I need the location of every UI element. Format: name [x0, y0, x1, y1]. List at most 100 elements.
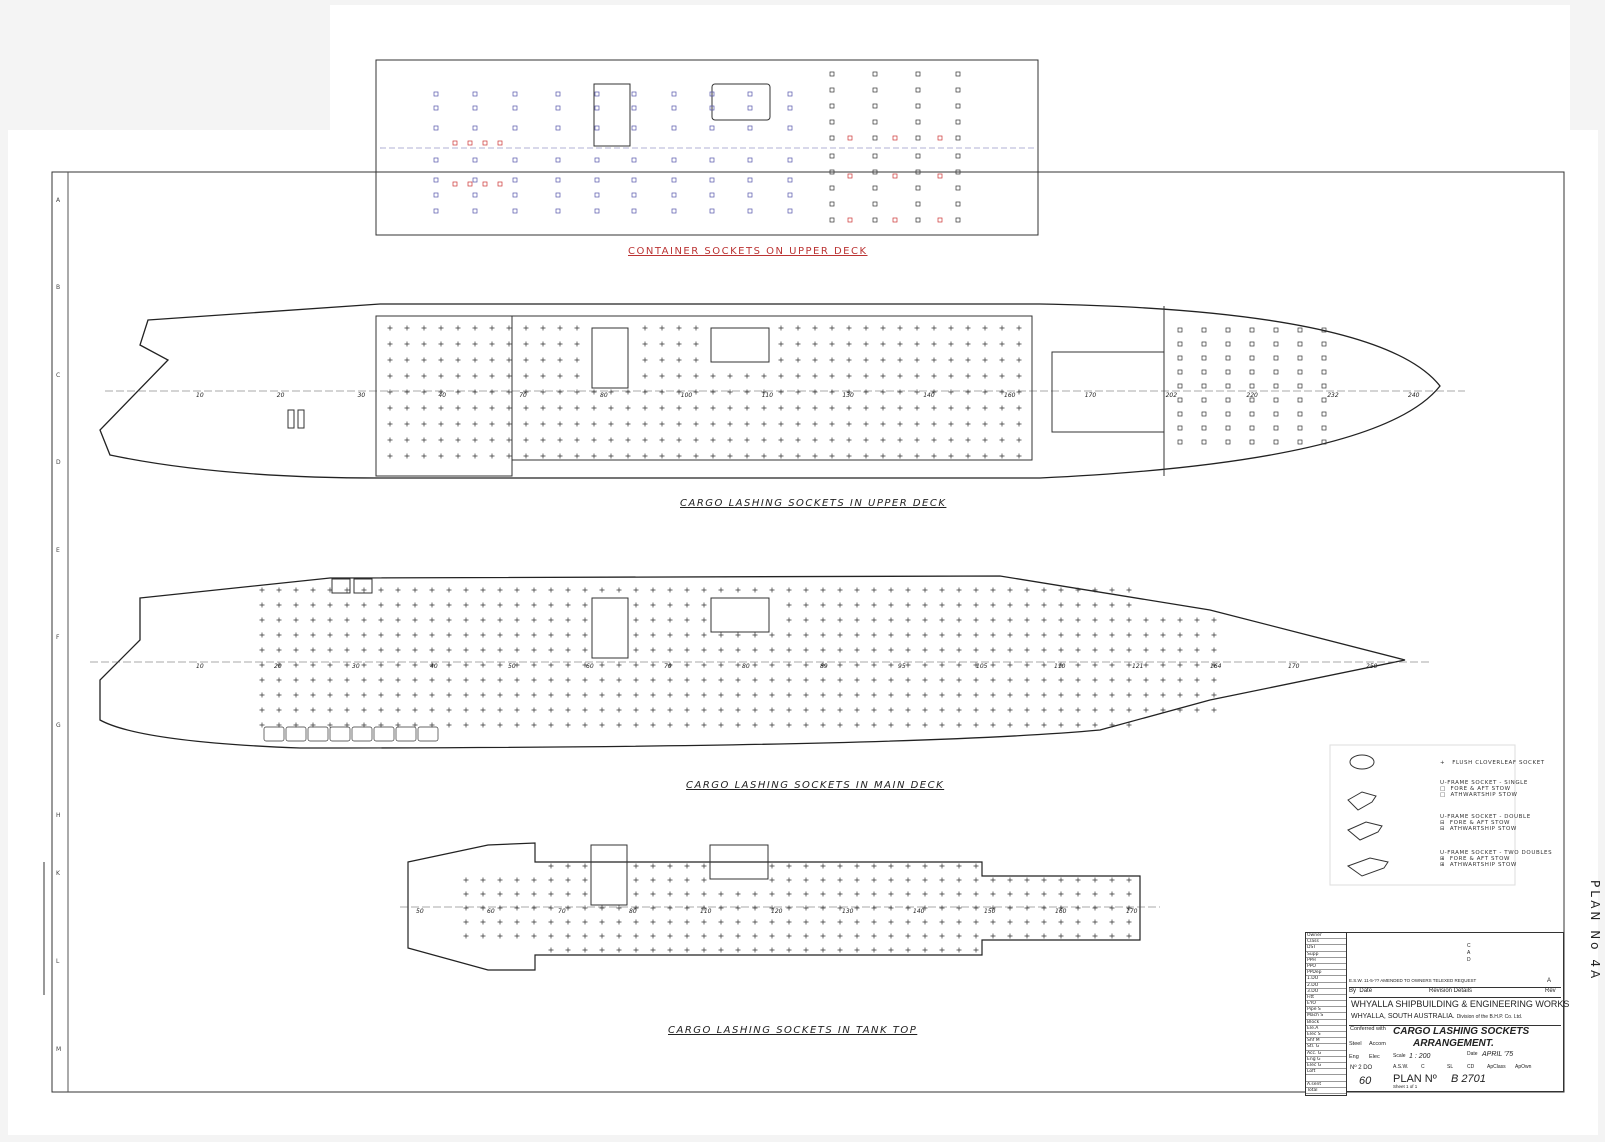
cloverleaf-socket: [514, 632, 520, 638]
cloverleaf-socket: [659, 357, 665, 363]
cloverleaf-socket: [956, 707, 962, 713]
cloverleaf-socket: [1109, 602, 1115, 608]
department-row: EYO: [1306, 1001, 1346, 1008]
cloverleaf-socket: [574, 421, 580, 427]
cloverleaf-socket: [1092, 632, 1098, 638]
cloverleaf-socket: [1109, 933, 1115, 939]
department-row: 1.DO: [1306, 976, 1346, 983]
cloverleaf-socket: [922, 722, 928, 728]
department-row: PPH: [1306, 958, 1346, 964]
cloverleaf-socket: [506, 437, 512, 443]
cloverleaf-socket: [846, 325, 852, 331]
cloverleaf-socket: [463, 722, 469, 728]
cloverleaf-socket: [999, 357, 1005, 363]
cloverleaf-socket: [905, 677, 911, 683]
cloverleaf-socket: [429, 707, 435, 713]
cloverleaf-socket: [693, 405, 699, 411]
cloverleaf-socket: [999, 421, 1005, 427]
cloverleaf-socket: [395, 632, 401, 638]
cloverleaf-socket: [429, 647, 435, 653]
cloverleaf-socket: [1211, 707, 1217, 713]
cloverleaf-socket: [693, 325, 699, 331]
container-socket: [512, 157, 518, 163]
department-row: Acc. G: [1306, 1051, 1346, 1057]
cloverleaf-socket: [310, 662, 316, 668]
cloverleaf-socket: [701, 707, 707, 713]
cloverleaf-socket: [361, 602, 367, 608]
cloverleaf-socket: [956, 863, 962, 869]
cloverleaf-socket: [446, 692, 452, 698]
cloverleaf-socket: [684, 933, 690, 939]
cloverleaf-socket: [259, 677, 265, 683]
cloverleaf-socket: [1007, 587, 1013, 593]
cloverleaf-socket: [565, 707, 571, 713]
cloverleaf-socket: [786, 722, 792, 728]
cloverleaf-socket: [667, 933, 673, 939]
cloverleaf-socket: [259, 722, 265, 728]
cloverleaf-socket: [259, 707, 265, 713]
cloverleaf-socket: [387, 373, 393, 379]
cloverleaf-socket: [752, 891, 758, 897]
cloverleaf-socket: [387, 357, 393, 363]
uframe-socket: [1177, 397, 1183, 403]
cloverleaf-socket: [565, 632, 571, 638]
department-row: Class: [1306, 939, 1346, 946]
cloverleaf-socket: [956, 919, 962, 925]
cloverleaf-socket: [633, 863, 639, 869]
cloverleaf-socket: [701, 617, 707, 623]
uframe-socket: [1225, 369, 1231, 375]
cloverleaf-socket: [871, 919, 877, 925]
cloverleaf-socket: [769, 919, 775, 925]
container-socket: [512, 177, 518, 183]
uframe-socket: [1249, 369, 1255, 375]
frame-number: 80: [629, 908, 637, 915]
cloverleaf-socket: [956, 722, 962, 728]
cloverleaf-socket: [854, 905, 860, 911]
cloverleaf-socket: [744, 389, 750, 395]
company-name: WHYALLA SHIPBUILDING & ENGINEERING WORKS: [1351, 999, 1570, 1009]
uframe-socket: [1297, 355, 1303, 361]
cloverleaf-socket: [922, 707, 928, 713]
cloverleaf-socket: [1126, 905, 1132, 911]
cloverleaf-socket: [429, 632, 435, 638]
cloverleaf-socket: [429, 677, 435, 683]
container-socket: [671, 105, 677, 111]
cloverleaf-socket-sketch: [1349, 754, 1375, 770]
cloverleaf-socket: [990, 692, 996, 698]
cloverleaf-socket: [497, 877, 503, 883]
cloverleaf-socket: [565, 919, 571, 925]
cloverleaf-socket: [854, 891, 860, 897]
cloverleaf-socket: [548, 707, 554, 713]
cloverleaf-socket: [1041, 602, 1047, 608]
cloverleaf-socket: [633, 677, 639, 683]
cloverleaf-socket: [1016, 325, 1022, 331]
cloverleaf-socket: [701, 863, 707, 869]
cloverleaf-socket: [914, 373, 920, 379]
cloverleaf-socket: [939, 602, 945, 608]
cloverleaf-socket: [905, 891, 911, 897]
legend-item-single: U-FRAME SOCKET - SINGLE□ FORE & AFT STOW…: [1440, 780, 1528, 798]
cloverleaf-socket: [523, 453, 529, 459]
tank-manhole: [373, 726, 395, 742]
cloverleaf-socket: [480, 722, 486, 728]
cloverleaf-socket: [642, 405, 648, 411]
cloverleaf-socket: [1126, 722, 1132, 728]
cloverleaf-socket: [582, 877, 588, 883]
cloverleaf-socket: [693, 453, 699, 459]
cloverleaf-socket: [931, 357, 937, 363]
cloverleaf-socket: [897, 405, 903, 411]
cloverleaf-socket: [625, 437, 631, 443]
cloverleaf-socket: [608, 405, 614, 411]
cloverleaf-socket: [463, 617, 469, 623]
cloverleaf-socket: [463, 877, 469, 883]
cloverleaf-socket: [990, 617, 996, 623]
cloverleaf-socket: [1007, 707, 1013, 713]
cloverleaf-socket: [752, 647, 758, 653]
cloverleaf-socket: [693, 389, 699, 395]
cloverleaf-socket: [888, 722, 894, 728]
cloverleaf-socket: [582, 933, 588, 939]
cloverleaf-socket: [812, 357, 818, 363]
cloverleaf-socket: [922, 632, 928, 638]
grid-row-letter: L: [56, 958, 60, 965]
cloverleaf-socket: [633, 905, 639, 911]
